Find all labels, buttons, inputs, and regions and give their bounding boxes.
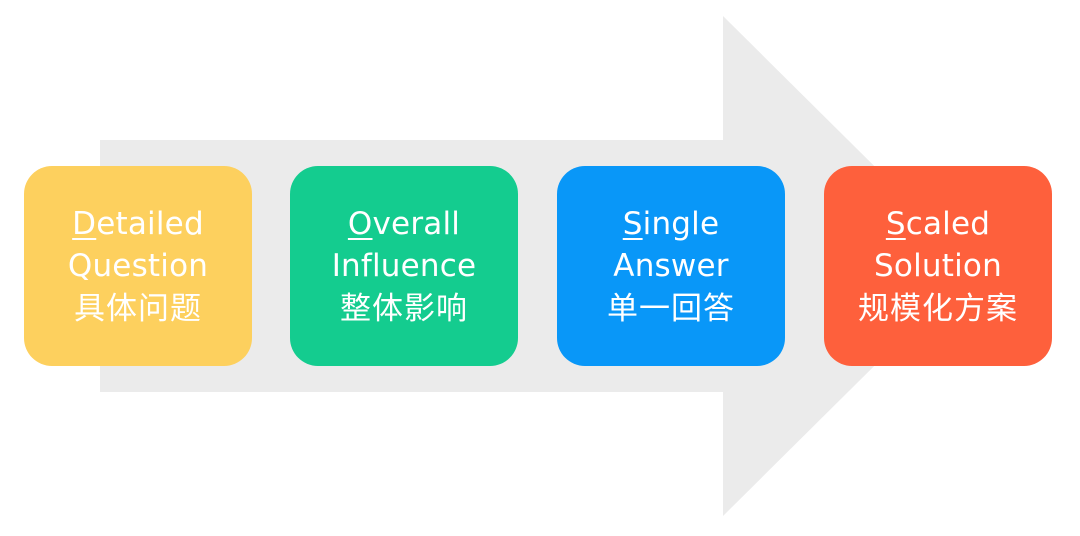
step-title-rest: verall: [372, 206, 461, 242]
step-initial: S: [622, 206, 643, 242]
step-title-line2: Answer: [613, 248, 729, 284]
step-title-rest: ingle: [642, 206, 720, 242]
step-card-overall-influence: Overall Influence 整体影响: [290, 166, 518, 366]
step-title-chinese: 规模化方案: [858, 291, 1018, 327]
step-card-detailed-question: Detailed Question 具体问题: [24, 166, 252, 366]
step-initial: D: [72, 206, 97, 242]
step-title-line1: Detailed: [72, 203, 204, 245]
step-title-line2: Influence: [331, 248, 477, 284]
step-title-line1: Overall: [348, 203, 460, 245]
step-initial: O: [347, 206, 373, 242]
step-card-scaled-solution: Scaled Solution 规模化方案: [824, 166, 1052, 366]
step-title-line1: Single: [623, 203, 720, 245]
step-title-line2: Question: [67, 248, 209, 284]
step-title-chinese: 整体影响: [340, 291, 468, 327]
arrow-shape: [100, 16, 975, 516]
step-title-rest: etailed: [96, 206, 204, 242]
step-title-line2: Solution: [874, 248, 1002, 284]
step-title-rest: caled: [905, 206, 991, 242]
step-title-chinese: 具体问题: [74, 291, 202, 327]
step-title-chinese: 单一回答: [607, 291, 735, 327]
step-initial: S: [885, 206, 906, 242]
step-card-single-answer: Single Answer 单一回答: [557, 166, 785, 366]
step-title-line1: Scaled: [886, 203, 990, 245]
